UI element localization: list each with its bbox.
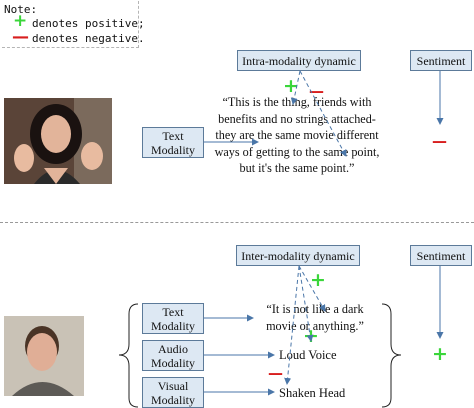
visual-content: Shaken Head: [279, 386, 346, 400]
legend-positive-text: denotes positive;: [32, 17, 145, 30]
section-divider: [0, 222, 474, 223]
audio-modality-box: Audio Modality: [142, 340, 204, 371]
sentiment-box-bottom: Sentiment: [410, 245, 472, 266]
minus-icon: —: [432, 132, 447, 150]
right-brace: [381, 303, 402, 408]
plus-icon: +: [310, 269, 326, 291]
dashed-arrow-audio: [298, 265, 314, 342]
dashed-arrow-quote: [298, 265, 326, 312]
speaker-photo-bottom: [4, 316, 84, 396]
dashed-arrow-positive: [290, 70, 301, 105]
plus-icon: +: [13, 11, 28, 31]
minus-icon: —: [268, 364, 283, 382]
sentiment-box-top: Sentiment: [410, 50, 472, 71]
top-quote: “This is the thing, friends with benefit…: [214, 95, 380, 175]
legend-title: Note:: [4, 3, 38, 16]
legend-box: [2, 1, 139, 48]
legend-negative-text: denotes negative.: [32, 32, 145, 45]
intra-modality-dynamic-box: Intra-modality dynamic: [237, 50, 361, 71]
dashed-arrow-negative: [299, 70, 347, 157]
bottom-quote: “It is not like a dark movie or anything…: [266, 302, 364, 333]
text-modality-box-bottom: Text Modality: [142, 303, 204, 334]
minus-icon: —: [12, 27, 29, 47]
text-modality-box-top: Text Modality: [142, 127, 204, 158]
left-brace: [118, 303, 139, 408]
visual-modality-box: Visual Modality: [142, 377, 204, 408]
minus-icon: —: [309, 82, 324, 100]
audio-content: Loud Voice: [279, 348, 337, 362]
inter-modality-dynamic-box: Inter-modality dynamic: [236, 245, 360, 266]
plus-icon: +: [283, 75, 299, 97]
plus-icon: +: [432, 343, 448, 365]
dashed-arrow-visual: [284, 265, 300, 385]
speaker-photo-top: [4, 98, 112, 184]
